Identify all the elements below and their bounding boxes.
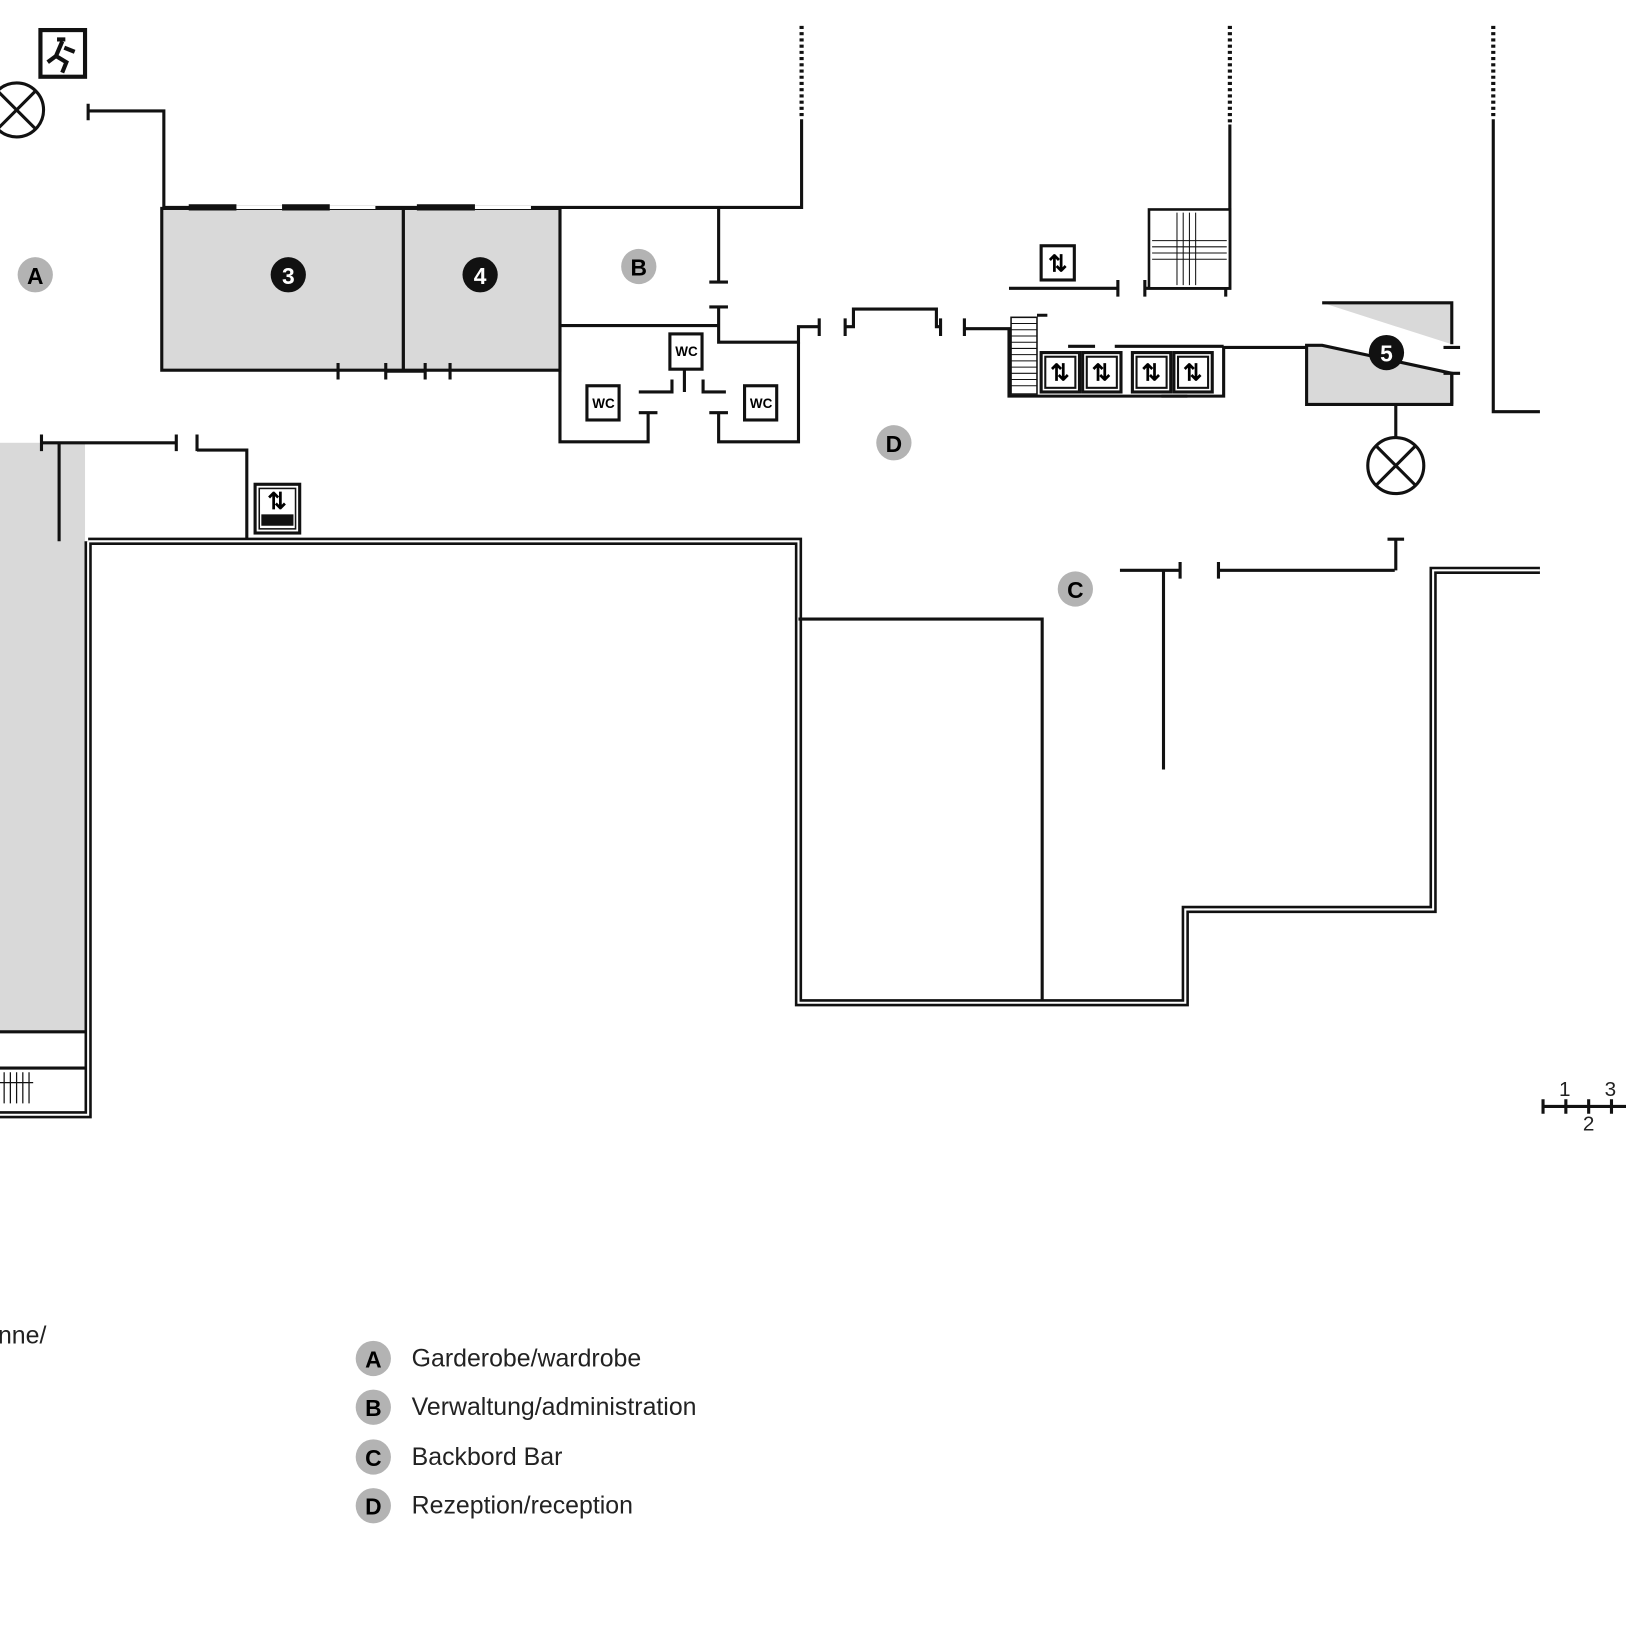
svg-text:D: D [886, 431, 902, 457]
wardrobe-area [0, 442, 86, 1032]
svg-text:B: B [365, 1395, 381, 1421]
svg-text:1: 1 [1559, 1078, 1571, 1101]
wc-icon: WC [585, 384, 621, 422]
wc-icon: WC [743, 384, 779, 422]
svg-text:C: C [365, 1445, 381, 1471]
legend-partial-text: nne/ [0, 1322, 46, 1350]
light-fixture-icon [1366, 404, 1426, 496]
area-marker-b[interactable]: B [621, 248, 657, 285]
svg-text:A: A [27, 263, 43, 289]
svg-text:2: 2 [1583, 1112, 1595, 1135]
svg-text:Rezeption/reception: Rezeption/reception [412, 1492, 633, 1520]
svg-text:⇅: ⇅ [1048, 250, 1067, 276]
legend-item: C Backbord Bar [355, 1439, 563, 1475]
area-marker-a[interactable]: A [17, 257, 53, 293]
svg-text:C: C [1067, 577, 1083, 603]
svg-text:A: A [365, 1346, 381, 1372]
svg-text:WC: WC [675, 344, 698, 359]
legend-item: B Verwaltung/administration [355, 1389, 697, 1425]
wc-icon: WC [668, 332, 704, 371]
svg-text:B: B [631, 255, 647, 281]
svg-text:3: 3 [1605, 1078, 1617, 1101]
scale-bar: 1 2 3 [1541, 1078, 1626, 1135]
svg-text:Verwaltung/administration: Verwaltung/administration [412, 1393, 697, 1421]
staircase [1147, 208, 1232, 290]
elevator-icon: ⇅ [1039, 244, 1076, 282]
room-marker-3[interactable]: 3 [270, 257, 306, 293]
area-marker-d[interactable]: D [876, 425, 912, 461]
svg-text:5: 5 [1380, 341, 1393, 367]
room-marker-4[interactable]: 4 [462, 257, 498, 293]
svg-text:⇅: ⇅ [1050, 359, 1069, 385]
emergency-exit-icon [38, 27, 88, 79]
svg-text:D: D [365, 1494, 381, 1520]
svg-text:⇅: ⇅ [1142, 359, 1161, 385]
svg-text:Garderobe/wardrobe: Garderobe/wardrobe [412, 1344, 642, 1372]
svg-text:⇅: ⇅ [267, 488, 286, 514]
freight-elevator-icon: ⇅ [253, 482, 302, 535]
light-fixture-icon [0, 81, 46, 139]
elevator-group: ⇅ ⇅ ⇅ ⇅ [1039, 351, 1214, 394]
staircase [1010, 316, 1038, 395]
svg-text:⇅: ⇅ [1183, 359, 1202, 385]
area-marker-c[interactable]: C [1057, 571, 1093, 607]
svg-text:WC: WC [592, 396, 615, 411]
legend-item: A Garderobe/wardrobe [355, 1340, 642, 1377]
svg-text:⇅: ⇅ [1092, 359, 1111, 385]
room-marker-5[interactable]: 5 [1368, 334, 1405, 371]
svg-text:4: 4 [474, 263, 487, 289]
svg-text:3: 3 [282, 263, 295, 289]
svg-text:Backbord Bar: Backbord Bar [412, 1443, 563, 1471]
svg-text:WC: WC [750, 396, 773, 411]
walls [86, 25, 1540, 444]
legend-item: D Rezeption/reception [355, 1488, 633, 1524]
